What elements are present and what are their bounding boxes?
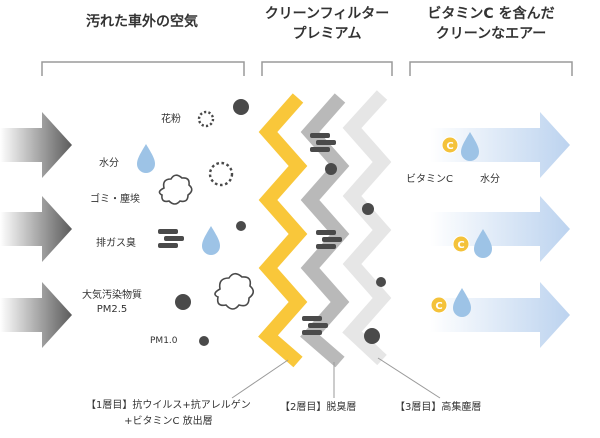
- pm1-label: PM1.0: [150, 336, 178, 346]
- layer2-caption: 【2層目】脱臭層: [280, 402, 357, 413]
- clean-air-arrow-2: [430, 196, 570, 262]
- layer3-caption: 【3層目】高集塵層: [395, 402, 482, 413]
- layer1-leader-line: [231, 359, 289, 399]
- exhaust-label: 排ガス臭: [96, 238, 136, 249]
- water-drop-icon: [453, 288, 471, 317]
- dirty-air-bracket: [41, 61, 245, 76]
- odor-icon: [158, 229, 184, 248]
- dirty-air-heading: 汚れた車外の空気: [86, 14, 198, 30]
- clean-air-heading: ビタミンC を含んだ クリーンなエアー: [427, 6, 555, 42]
- vitamin-c-badge-label: C: [435, 301, 442, 312]
- odor-icon: [302, 316, 328, 335]
- vitamin-c-label: ビタミンC: [406, 174, 453, 185]
- filter-bracket: [261, 61, 393, 76]
- clean-water-label: 水分: [480, 174, 500, 185]
- vitamin-c-badge-icon: [430, 296, 448, 314]
- filter-layer-1: [258, 93, 308, 368]
- particle-dot: [199, 336, 209, 346]
- filter-heading: クリーンフィルター プレミアム: [264, 6, 390, 42]
- particle-dot: [233, 99, 249, 115]
- pollution-label: 大気汚染物質 PM2.5: [82, 290, 142, 315]
- dust-cloud-icon: [158, 174, 193, 205]
- layer1-caption: 【1層目】抗ウイルス+抗アレルゲン +ビタミンC 放出層: [86, 400, 251, 427]
- water-drop-icon: [461, 132, 479, 161]
- vitamin-c-badge-icon: [441, 136, 459, 154]
- layer3-leader-line: [377, 357, 441, 399]
- odor-icon: [310, 133, 336, 152]
- clean-air-arrow-1: [430, 112, 570, 178]
- pollen-label: 花粉: [161, 114, 181, 125]
- filter-layer-3: [342, 90, 392, 366]
- pollen-icon: [197, 110, 215, 128]
- particle-dot: [376, 277, 386, 287]
- particle-dot: [325, 163, 337, 175]
- dust-cloud-icon: [214, 272, 255, 310]
- dust-label: ゴミ・塵埃: [90, 194, 140, 205]
- water-label: 水分: [99, 158, 119, 169]
- particle-dot: [364, 328, 380, 344]
- particle-dot: [362, 203, 374, 215]
- water-drop-icon: [202, 226, 220, 255]
- vitamin-c-badge-label: C: [457, 240, 464, 251]
- clean-air-bracket: [409, 61, 573, 76]
- odor-icon: [316, 230, 342, 249]
- particle-dot: [236, 221, 246, 231]
- incoming-air-arrow-2: [0, 196, 72, 262]
- clean-air-arrow-3: [430, 282, 570, 348]
- pollen-icon: [208, 161, 234, 187]
- water-drop-icon: [474, 229, 492, 258]
- incoming-air-arrow-1: [0, 112, 72, 178]
- vitamin-c-badge-label: C: [446, 141, 453, 152]
- particle-dot: [175, 294, 191, 310]
- incoming-air-arrow-3: [0, 282, 72, 348]
- water-drop-icon: [137, 144, 155, 173]
- vitamin-c-badge-icon: [452, 235, 470, 253]
